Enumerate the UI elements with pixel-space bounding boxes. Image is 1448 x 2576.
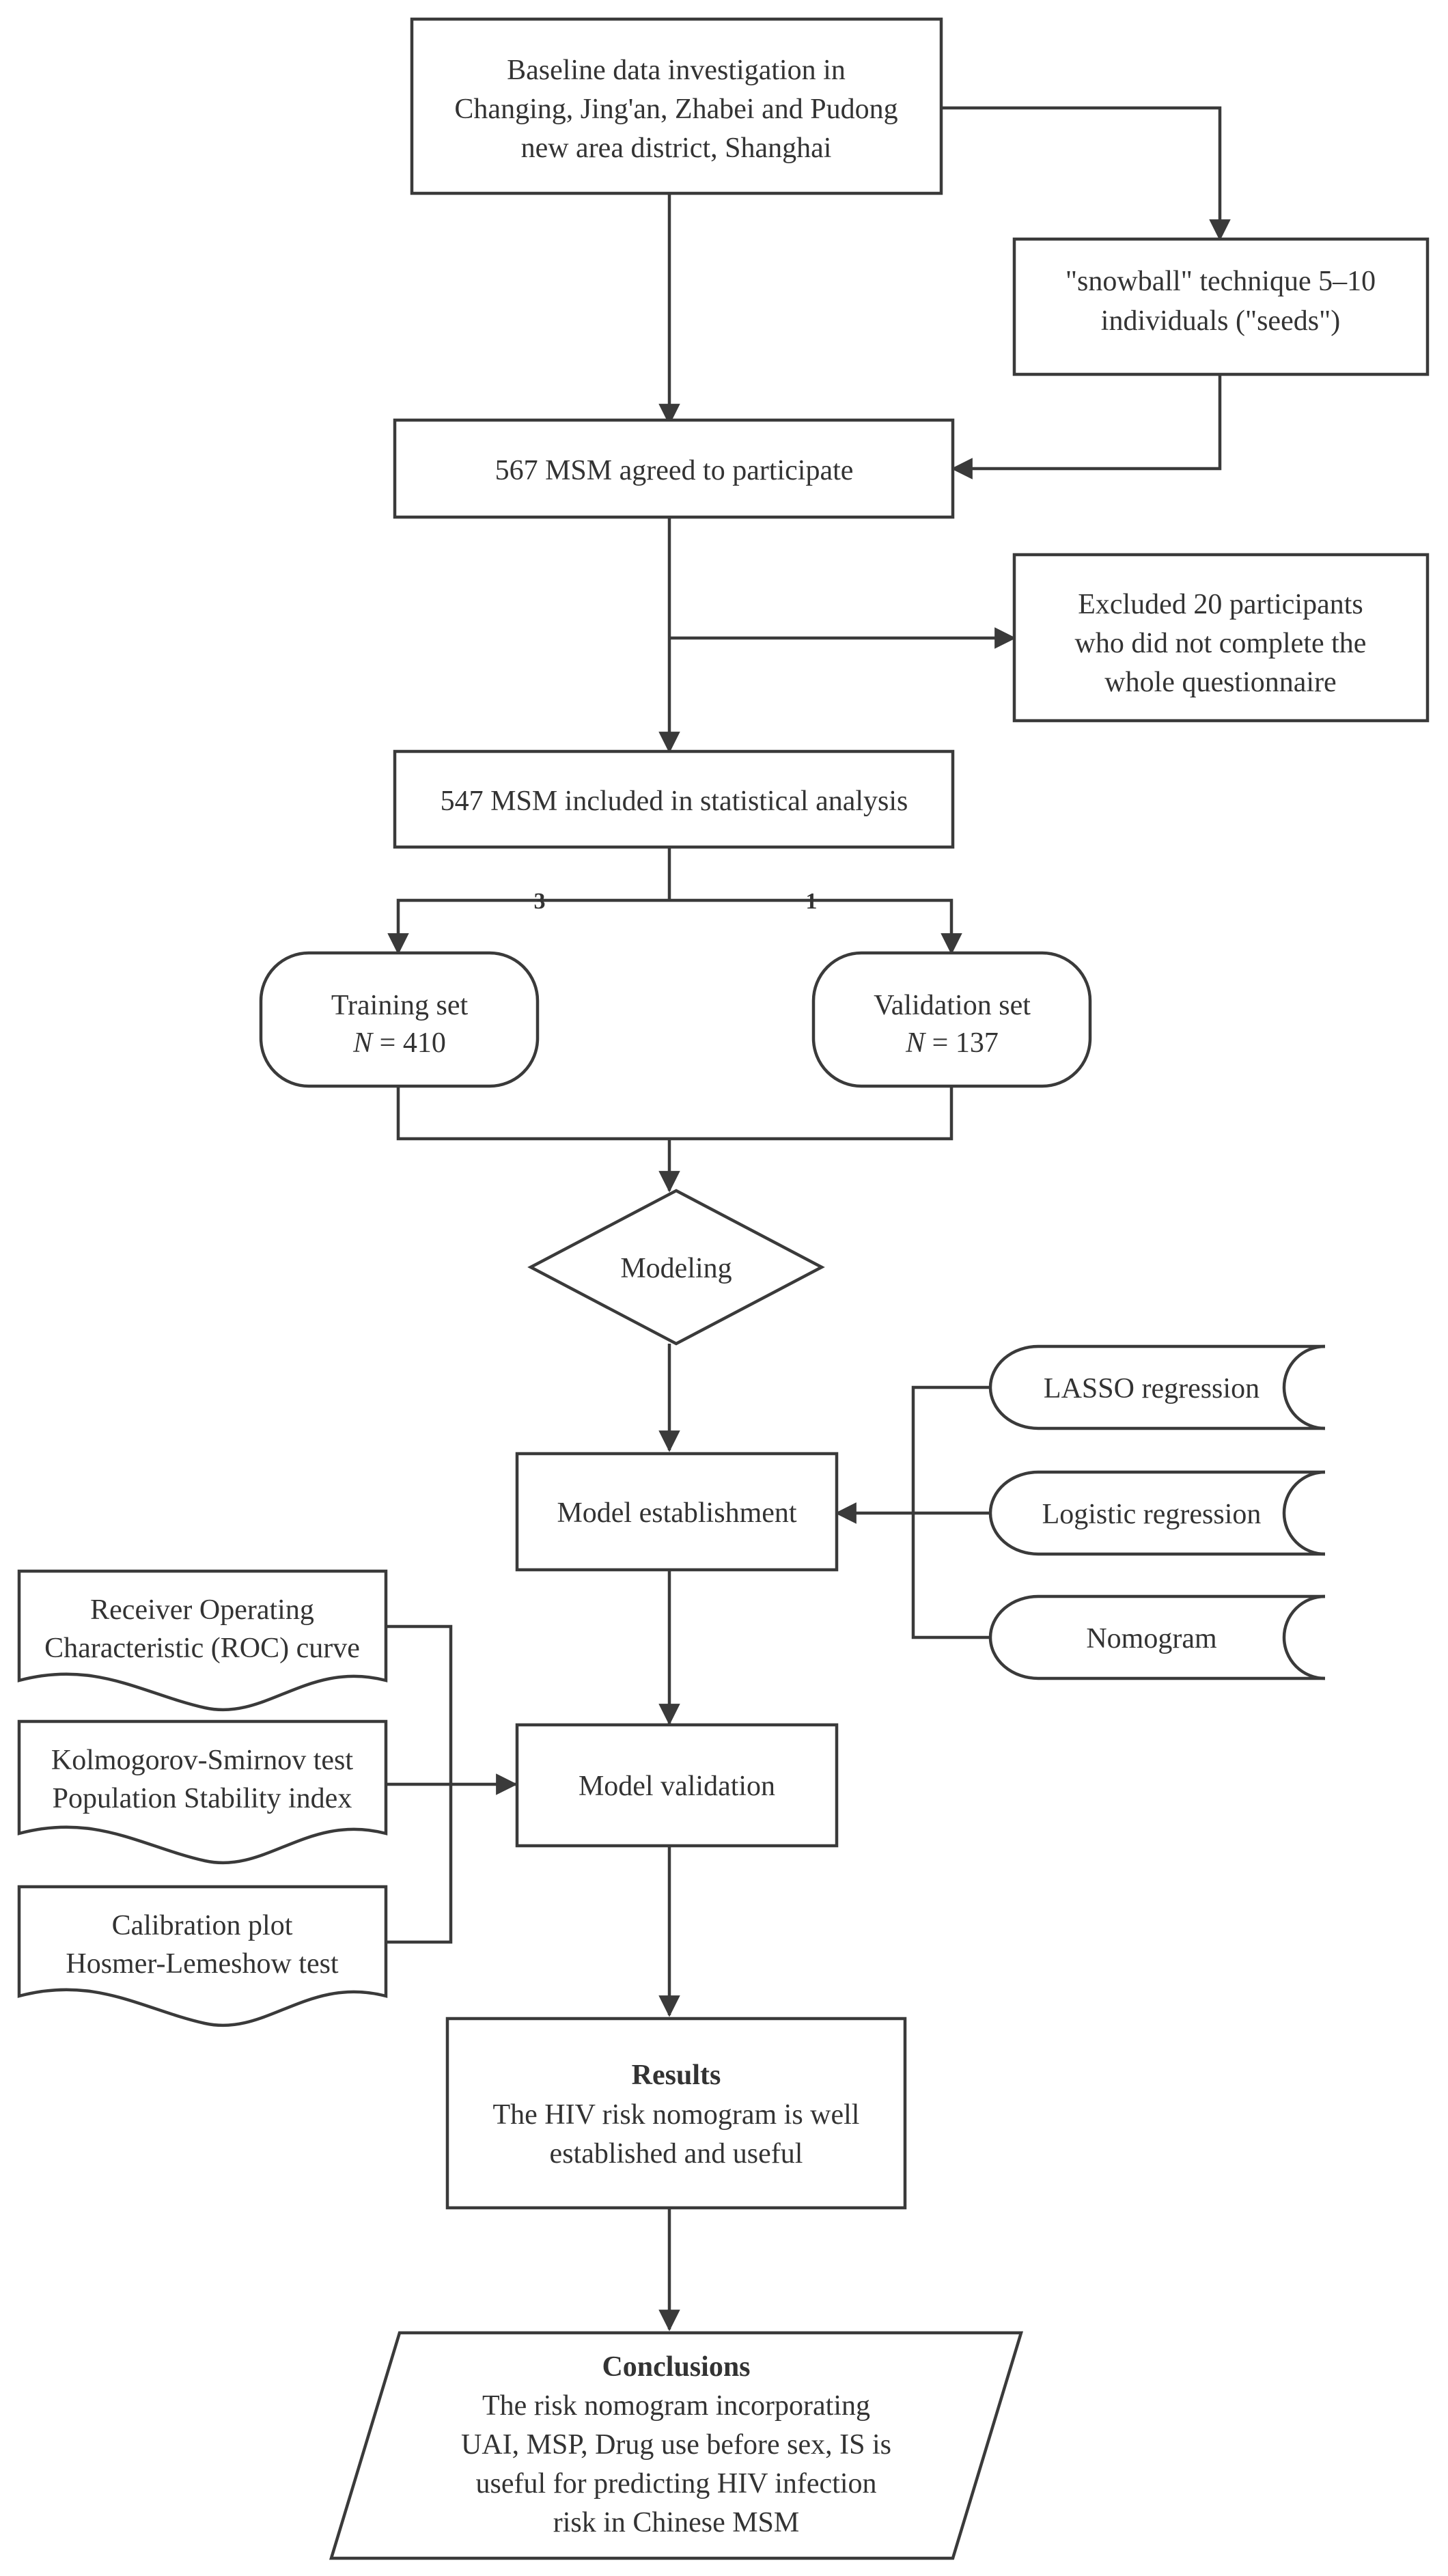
model-validation-line-1: Model validation <box>579 1771 775 1802</box>
roc-line-1: Receiver Operating <box>90 1594 314 1626</box>
arrow-split-to-validation <box>669 898 962 955</box>
baseline-line-1: Baseline data investigation in <box>507 55 846 86</box>
included-line-1: 547 MSM included in statistical analysis <box>441 786 908 817</box>
calibration-line-2: Hosmer-Lemeshow test <box>66 1948 339 1980</box>
snowball-line-1: "snowball" technique 5–10 <box>1066 266 1376 297</box>
lasso-line-1: LASSO regression <box>1044 1373 1259 1404</box>
modeling-line-1: Modeling <box>620 1253 732 1284</box>
excluded-line-3: whole questionnaire <box>1104 667 1336 698</box>
node-nomogram: Nomogram <box>988 1594 1326 1680</box>
conclusions-line-4: risk in Chinese MSM <box>553 2507 800 2538</box>
arrow-baseline-to-snowball <box>941 106 1231 241</box>
arrow-split-to-training <box>387 898 669 955</box>
snowball-line-2: individuals ("seeds") <box>1101 305 1340 337</box>
node-excluded: Excluded 20 participants who did not com… <box>1012 553 1430 723</box>
node-roc: Receiver Operating Characteristic (ROC) … <box>17 1569 388 1712</box>
merge-training <box>396 1086 669 1141</box>
training-n-value: = 410 <box>372 1027 446 1059</box>
node-modeling: Modeling <box>527 1189 825 1346</box>
connectors <box>386 106 1231 2331</box>
validation-n-symbol: N <box>905 1027 926 1059</box>
ratio-training: 3 <box>534 889 546 914</box>
node-conclusions: Conclusions The risk nomogram incorporat… <box>329 2331 1024 2560</box>
validation-label: Validation set <box>874 990 1031 1021</box>
node-lasso: LASSO regression <box>988 1344 1326 1430</box>
node-baseline: Baseline data investigation in Changing,… <box>410 17 943 195</box>
logistic-line-1: Logistic regression <box>1042 1499 1262 1530</box>
arrow-snowball-to-agreed <box>951 374 1222 480</box>
training-label: Training set <box>331 990 469 1021</box>
roc-line-2: Characteristic (ROC) curve <box>44 1633 360 1664</box>
node-training-set: Training set N = 410 <box>259 951 540 1088</box>
conclusions-line-3: useful for predicting HIV infection <box>475 2468 876 2499</box>
establishment-line-1: Model establishment <box>557 1497 796 1529</box>
results-title: Results <box>632 2060 721 2091</box>
merge-validation <box>669 1086 953 1141</box>
conclusions-title: Conclusions <box>602 2351 750 2383</box>
baseline-line-3: new area district, Shanghai <box>521 133 832 164</box>
results-line-1: The HIV risk nomogram is well <box>493 2099 860 2131</box>
validation-n-value: = 137 <box>925 1027 999 1059</box>
ks-line-1: Kolmogorov-Smirnov test <box>51 1745 353 1776</box>
excluded-line-2: who did not complete the <box>1075 628 1367 659</box>
training-n: N = 410 <box>352 1027 446 1059</box>
nomogram-line-1: Nomogram <box>1086 1623 1217 1654</box>
validation-n: N = 137 <box>905 1027 999 1059</box>
node-ks: Kolmogorov-Smirnov test Population Stabi… <box>17 1719 388 1865</box>
excluded-line-1: Excluded 20 participants <box>1078 589 1363 620</box>
results-line-2: established and useful <box>550 2138 803 2170</box>
node-snowball: "snowball" technique 5–10 individuals ("… <box>1012 237 1430 376</box>
node-results: Results The HIV risk nomogram is well es… <box>445 2017 907 2210</box>
node-calibration: Calibration plot Hosmer-Lemeshow test <box>17 1885 388 2027</box>
node-agreed: 567 MSM agreed to participate <box>393 418 955 519</box>
conclusions-line-1: The risk nomogram incorporating <box>482 2390 870 2422</box>
node-included: 547 MSM included in statistical analysis <box>393 749 955 849</box>
conclusions-line-2: UAI, MSP, Drug use before sex, IS is <box>461 2429 891 2461</box>
node-logistic: Logistic regression <box>988 1470 1326 1556</box>
ratio-validation: 1 <box>806 889 818 914</box>
node-model-establishment: Model establishment <box>515 1452 839 1572</box>
training-n-symbol: N <box>352 1027 374 1059</box>
calibration-line-1: Calibration plot <box>112 1910 293 1941</box>
node-validation-set: Validation set N = 137 <box>811 951 1092 1088</box>
agreed-line-1: 567 MSM agreed to participate <box>495 455 854 486</box>
baseline-line-2: Changing, Jing'an, Zhabei and Pudong <box>454 94 897 125</box>
ks-line-2: Population Stability index <box>53 1783 352 1814</box>
node-model-validation: Model validation <box>515 1723 839 1848</box>
